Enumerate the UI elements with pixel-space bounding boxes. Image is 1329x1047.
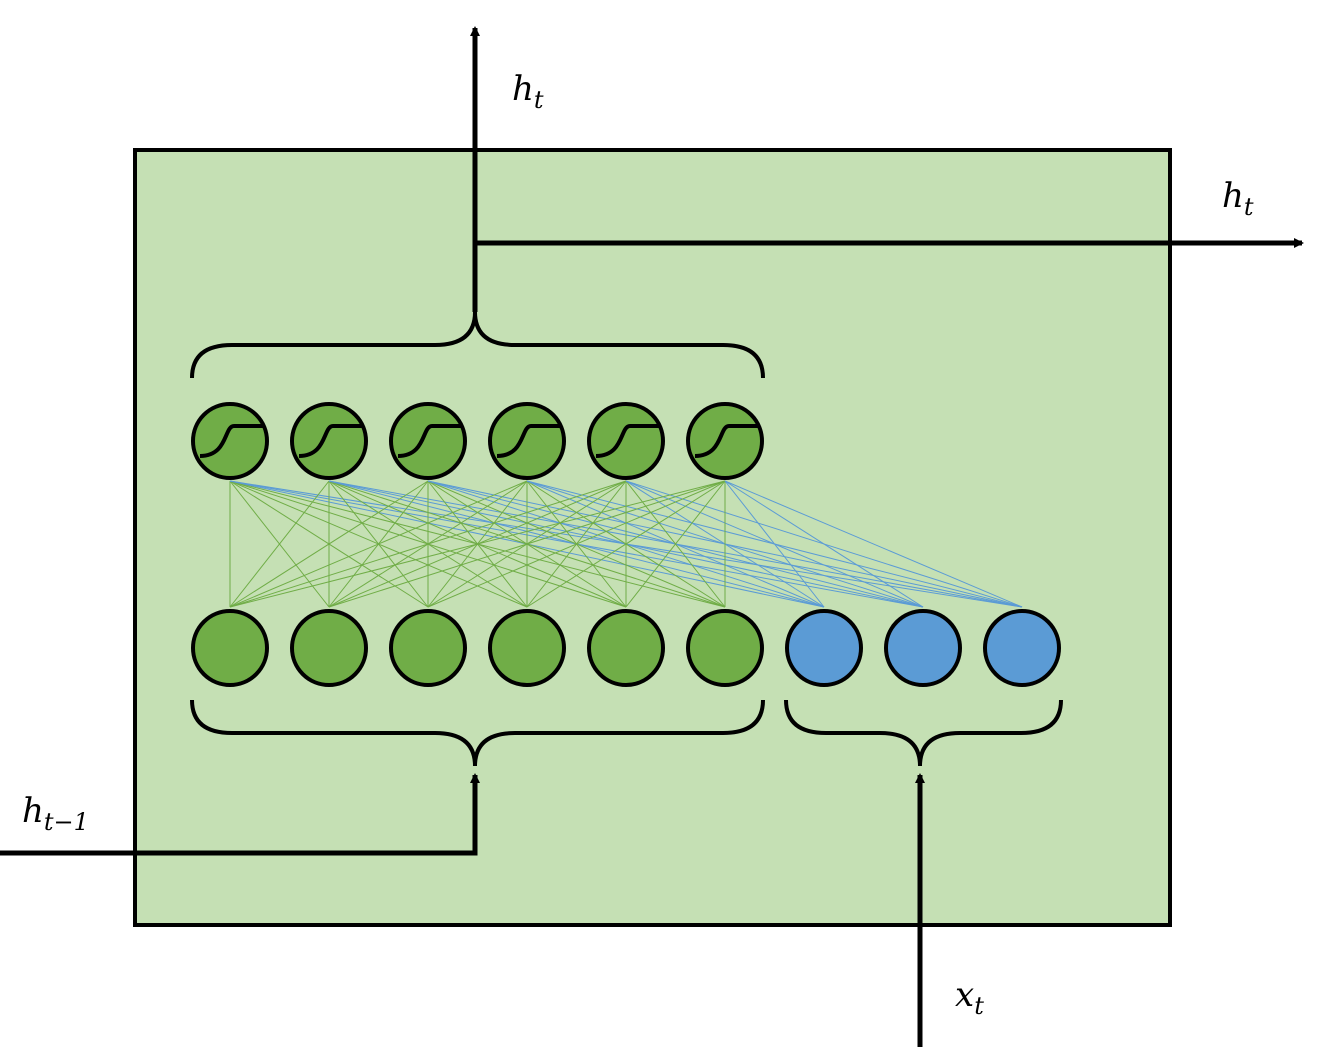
output-node [488, 402, 566, 480]
label-h-prev: ht−1 [22, 791, 89, 836]
hidden-input-node [488, 609, 566, 687]
output-node [587, 402, 665, 480]
hidden-input-node [587, 609, 665, 687]
weight-edge [526, 480, 726, 608]
hidden-input-brace [190, 699, 765, 767]
prev-hidden-line [0, 782, 478, 856]
weight-connections [229, 480, 1023, 608]
sigmoid-icon [397, 424, 462, 458]
hidden-input-node [191, 609, 269, 687]
x-input-node [785, 609, 863, 687]
rnn-cell-box [133, 148, 1172, 927]
output-node [389, 402, 467, 480]
hidden-input-node [686, 609, 764, 687]
sigmoid-icon [694, 424, 759, 458]
weight-edge [724, 480, 1023, 608]
weight-edge [427, 480, 726, 608]
hidden-input-node [290, 609, 368, 687]
label-h-top: ht [512, 69, 544, 114]
sigmoid-icon [595, 424, 660, 458]
weight-edge [328, 480, 726, 608]
weight-edge [229, 480, 528, 608]
weight-edge [229, 480, 330, 608]
output-node [686, 402, 764, 480]
weight-edge [625, 480, 726, 608]
label-h-right: ht [1222, 176, 1254, 221]
weight-edge [724, 480, 825, 608]
hidden-input-node [389, 609, 467, 687]
weight-edge [724, 480, 924, 608]
input-layer [191, 609, 1061, 687]
weight-edge [229, 480, 429, 608]
sigmoid-icon [199, 424, 264, 458]
weight-edge [229, 480, 726, 608]
output-node [191, 402, 269, 480]
x-input-node [983, 609, 1061, 687]
x-input-node [884, 609, 962, 687]
output-layer [191, 402, 764, 480]
sigmoid-icon [298, 424, 363, 458]
x-input-brace [784, 699, 1063, 767]
output-node [290, 402, 368, 480]
label-x-input: xt [955, 975, 984, 1020]
weight-edge [229, 480, 627, 608]
sigmoid-icon [496, 424, 561, 458]
